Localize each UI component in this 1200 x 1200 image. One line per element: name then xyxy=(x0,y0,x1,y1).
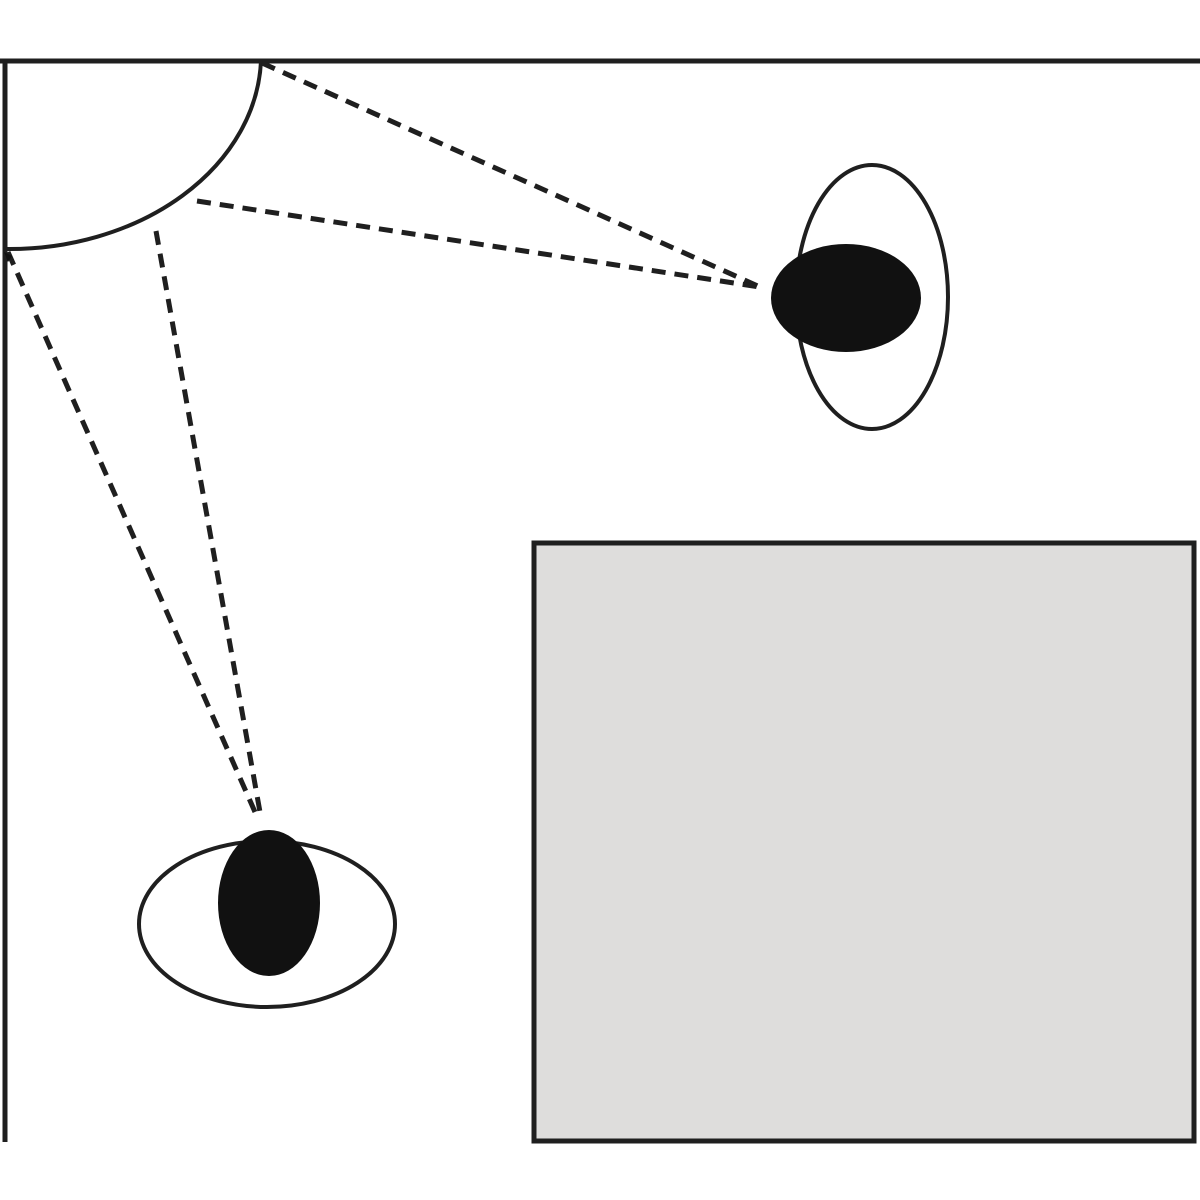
sight-line-top-person-to-mirror-mid xyxy=(196,198,761,290)
person-head-icon xyxy=(771,244,921,352)
gray-obstruction-block xyxy=(531,540,1197,1144)
corner-mirror-arc xyxy=(4,60,263,252)
dashed-sight-lines xyxy=(5,60,762,814)
top-right-person xyxy=(771,163,950,431)
bottom-left-person xyxy=(137,830,397,1009)
person-head-icon xyxy=(218,830,320,976)
sight-line-bottom-person-to-mirror-mid xyxy=(153,230,263,813)
sight-line-bottom-person-to-mirror-left xyxy=(5,250,258,814)
sight-line-top-person-to-mirror-top xyxy=(260,60,762,290)
room-walls xyxy=(0,58,1200,1142)
sight-line-arrow-tip xyxy=(4,252,12,262)
